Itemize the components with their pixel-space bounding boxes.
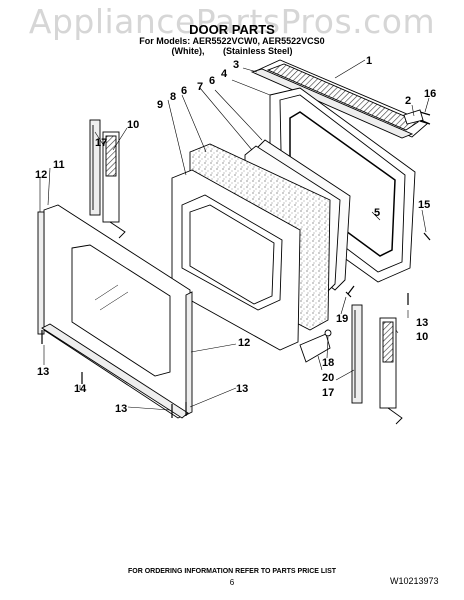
callout-1: 1: [366, 55, 372, 67]
callout-19: 19: [336, 313, 348, 325]
callout-6b: 6: [181, 85, 187, 97]
part-20-bracket: [299, 333, 331, 363]
part-13-screws: [41, 293, 409, 418]
callout-13b: 13: [37, 366, 49, 378]
callout-12b: 12: [238, 337, 250, 349]
finish-white: (White),: [171, 46, 205, 56]
finish-stainless: (Stainless Steel): [222, 46, 293, 56]
callout-2: 2: [405, 95, 411, 107]
callout-18: 18: [322, 357, 334, 369]
part-1-door-vent-trim: [256, 59, 429, 138]
callout-13a: 13: [416, 317, 428, 329]
callout-10b: 10: [416, 331, 428, 343]
page-number: 6: [229, 578, 235, 587]
callout-11: 11: [53, 159, 65, 171]
callout-16: 16: [424, 88, 436, 100]
part-2-bracket: [403, 109, 424, 125]
ordering-note: FOR ORDERING INFORMATION REFER TO PARTS …: [127, 568, 337, 575]
callout-8: 8: [170, 91, 176, 103]
callout-14: 14: [74, 383, 87, 395]
callout-7: 7: [197, 81, 203, 93]
part-12-side-trim-right: [185, 291, 193, 416]
callout-17a: 17: [95, 137, 107, 149]
callout-13c: 13: [236, 383, 248, 395]
part-10-hinge-right: [379, 317, 403, 425]
part-14-bottom-trim: [41, 323, 189, 419]
callout-6a: 6: [209, 75, 215, 87]
callout-12a: 12: [35, 169, 47, 181]
document-code: W10213973: [390, 576, 439, 586]
part-17-hinge-receiver-right: [351, 304, 363, 404]
callout-4: 4: [221, 68, 228, 80]
part-12-side-trim-left: [37, 211, 45, 335]
callout-20: 20: [322, 372, 334, 384]
part-11-outer-door-panel: [43, 204, 191, 419]
callout-3: 3: [233, 59, 239, 71]
watermark: AppliancePartsPros.com: [28, 2, 436, 41]
leader-lines: [39, 59, 430, 411]
callout-15: 15: [418, 199, 430, 211]
callout-5: 5: [374, 207, 380, 219]
part-18-washer: [324, 329, 332, 337]
finish-labels: (White), (Stainless Steel): [0, 46, 464, 56]
part-15-screw: [423, 232, 431, 241]
callout-9: 9: [157, 99, 163, 111]
diagram-title: DOOR PARTS: [189, 22, 275, 37]
callout-13d: 13: [115, 403, 127, 415]
part-19-screw: [345, 285, 355, 298]
part-16-screws: [419, 111, 431, 125]
callout-10a: 10: [127, 119, 139, 131]
part-3-trim-strip: [250, 68, 414, 139]
callout-17b: 17: [322, 387, 334, 399]
part-17-hinge-receiver-left: [89, 119, 101, 216]
part-10-hinge-left: [102, 131, 126, 239]
model-list: For Models: AER5522VCW0, AER5522VCS0: [139, 36, 325, 46]
